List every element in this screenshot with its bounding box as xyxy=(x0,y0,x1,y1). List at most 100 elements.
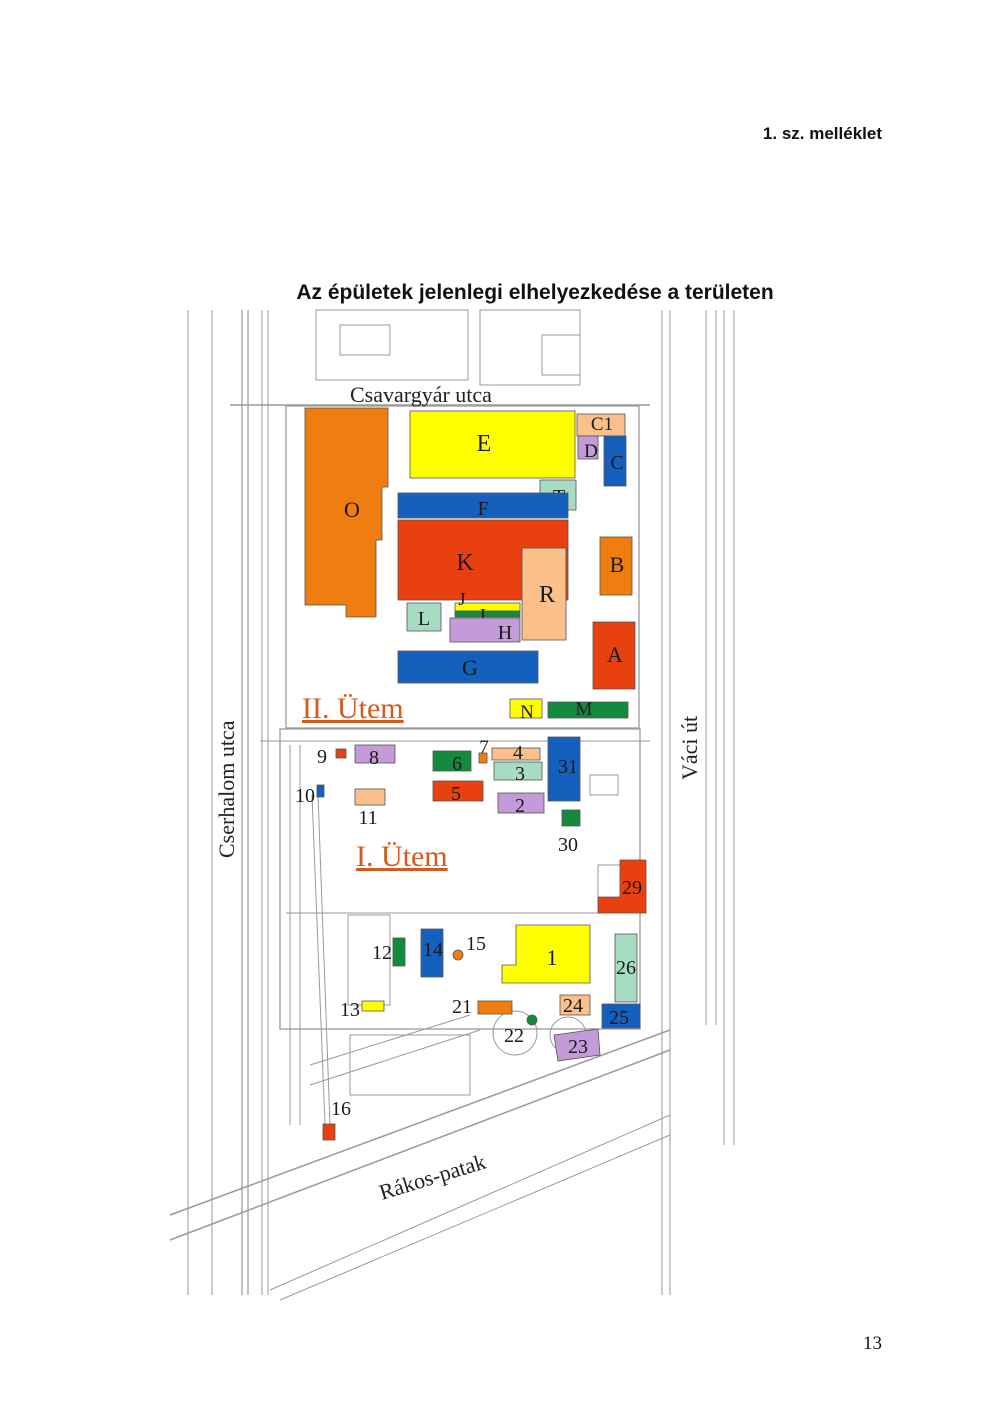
building-o[interactable]: O xyxy=(304,407,389,618)
building-5[interactable]: 5 xyxy=(432,780,484,805)
building-2[interactable]: 2 xyxy=(497,792,545,817)
building-shape xyxy=(526,1014,538,1026)
building-21[interactable]: 21 xyxy=(452,996,513,1018)
map-buildings: OEC1DCTFKRBJILHAGNM987643311011523029121… xyxy=(295,407,647,1141)
building-label: 12 xyxy=(372,942,392,964)
building-shape xyxy=(354,788,386,806)
building-label: M xyxy=(576,699,593,720)
building-label: H xyxy=(498,622,512,644)
building-shape xyxy=(406,602,442,632)
building-label: 8 xyxy=(369,747,379,769)
map-outline xyxy=(492,1010,538,1056)
building-7[interactable]: 7 xyxy=(478,737,489,764)
building-c[interactable]: C xyxy=(603,435,627,487)
building-r[interactable]: R xyxy=(521,547,567,641)
map-outline xyxy=(589,774,619,796)
building-i[interactable]: I xyxy=(454,605,521,625)
building-label: O xyxy=(344,497,360,522)
building-12[interactable]: 12 xyxy=(372,937,406,967)
building-label: N xyxy=(520,702,534,723)
building-label: 16 xyxy=(331,1098,351,1120)
building-shape xyxy=(322,1123,336,1141)
building-label: 4 xyxy=(513,742,523,764)
building-shape xyxy=(561,809,581,827)
street-label-west: Cserhalom utca xyxy=(214,720,239,858)
annex-label: 1. sz. melléklet xyxy=(762,124,882,143)
building-shape xyxy=(576,413,626,437)
building-shape xyxy=(493,761,543,781)
building-15[interactable]: 15 xyxy=(452,933,486,961)
building-4[interactable]: 4 xyxy=(491,742,541,764)
building-shape xyxy=(614,933,638,1003)
building-29[interactable]: 29 xyxy=(597,859,647,914)
building-label: C1 xyxy=(591,414,613,435)
building-25[interactable]: 25 xyxy=(601,1003,641,1029)
building-label: 2 xyxy=(515,795,525,817)
building-label: 1 xyxy=(547,945,558,970)
building-label: 30 xyxy=(558,834,578,856)
building-10[interactable]: 10 xyxy=(295,784,325,807)
building-shape xyxy=(577,435,599,460)
building-g[interactable]: G xyxy=(397,650,539,684)
building-f[interactable]: F xyxy=(397,492,569,520)
street-label-north: Csavargyár utca xyxy=(350,382,492,407)
building-shape xyxy=(547,736,581,802)
building-shape xyxy=(477,1000,513,1015)
building-shape xyxy=(335,748,347,759)
building-b[interactable]: B xyxy=(599,536,633,596)
map-line xyxy=(311,794,326,1126)
building-3[interactable]: 3 xyxy=(493,761,543,785)
building-6[interactable]: 6 xyxy=(432,750,472,775)
building-16[interactable]: 16 xyxy=(322,1098,351,1141)
building-label: 6 xyxy=(452,753,462,775)
building-shape xyxy=(449,617,521,643)
map-outline xyxy=(349,1034,471,1096)
building-30[interactable]: 30 xyxy=(558,809,581,856)
building-d[interactable]: D xyxy=(577,435,599,462)
building-label: 21 xyxy=(452,996,472,1018)
building-13[interactable]: 13 xyxy=(340,999,385,1021)
building-9[interactable]: 9 xyxy=(317,746,347,768)
building-26[interactable]: 26 xyxy=(614,933,638,1003)
building-l[interactable]: L xyxy=(406,602,442,632)
building-label: 7 xyxy=(479,737,489,758)
building-e[interactable]: E xyxy=(409,410,576,479)
building-8[interactable]: 8 xyxy=(354,744,396,769)
building-a[interactable]: A xyxy=(592,621,636,690)
building-shape xyxy=(547,701,629,719)
building-h[interactable]: H xyxy=(449,617,521,644)
map-outline xyxy=(285,405,640,729)
map-outline xyxy=(339,324,391,356)
building-label: 25 xyxy=(609,1007,629,1029)
building-label: 31 xyxy=(558,756,578,778)
building-shape xyxy=(432,780,484,802)
building-label: K xyxy=(456,550,474,576)
building-shape xyxy=(599,536,633,596)
map-line xyxy=(309,1029,481,1086)
building-31[interactable]: 31 xyxy=(547,736,581,802)
building-1[interactable]: 1 xyxy=(501,924,591,984)
map-line xyxy=(279,1134,671,1301)
building-m[interactable]: M xyxy=(547,699,629,720)
building-shape xyxy=(592,621,636,690)
building-shape xyxy=(509,698,543,719)
building-11[interactable]: 11 xyxy=(354,788,386,829)
building-shape xyxy=(397,492,569,519)
building-label: F xyxy=(477,498,488,520)
building-22[interactable]: 22 xyxy=(504,1014,538,1047)
building-shape xyxy=(454,610,521,618)
building-label: 15 xyxy=(466,933,486,955)
building-n[interactable]: N xyxy=(509,698,543,723)
building-14[interactable]: 14 xyxy=(420,928,444,978)
map-linework xyxy=(169,309,735,1301)
building-23[interactable]: 23 xyxy=(553,1028,601,1062)
building-shape xyxy=(420,928,444,978)
page-number: 13 xyxy=(863,1333,882,1354)
building-24[interactable]: 24 xyxy=(559,994,591,1017)
site-map[interactable]: OEC1DCTFKRBJILHAGNM987643311011523029121… xyxy=(150,305,870,1305)
building-label: D xyxy=(584,441,598,462)
building-shape xyxy=(521,547,567,641)
building-c1[interactable]: C1 xyxy=(576,413,626,437)
map-outline xyxy=(315,309,469,381)
building-label: 14 xyxy=(423,939,443,961)
